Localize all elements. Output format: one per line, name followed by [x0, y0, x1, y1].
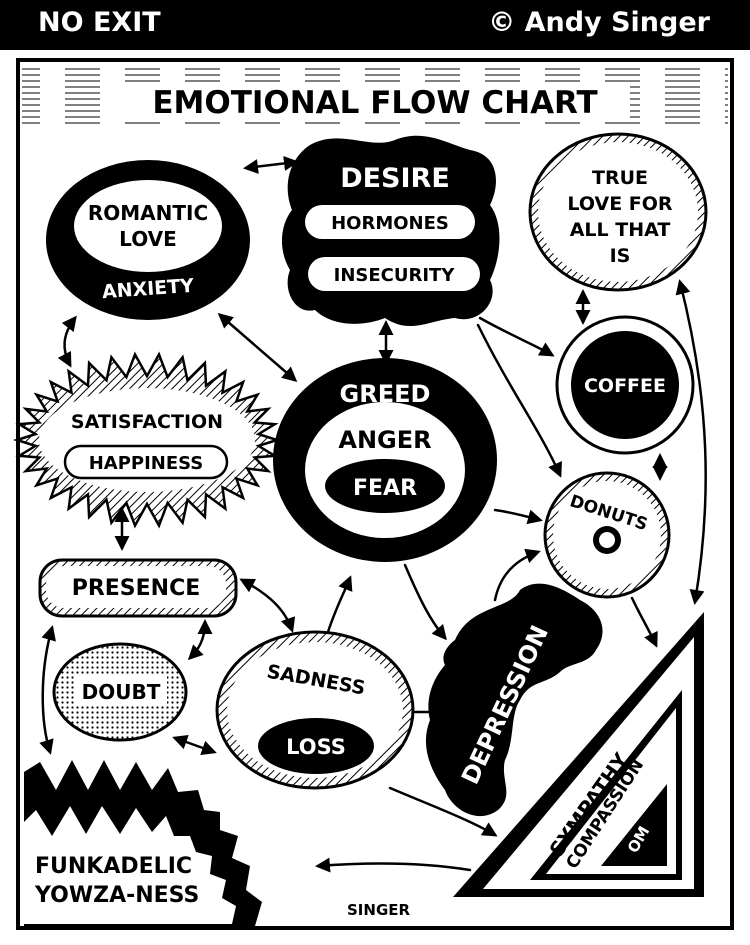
- arrow-doubt-sadness: [172, 734, 217, 756]
- arrow-greed-depression: [403, 563, 447, 641]
- sadness-node: SADNESS LOSS: [215, 630, 415, 790]
- author-credit: © Andy Singer: [488, 7, 710, 38]
- comic-panel: EMOTIONAL FLOW CHART ROMANTIC LOVE ANXIE…: [12, 58, 734, 930]
- greed-node: GREED ANGER FEAR: [273, 358, 497, 562]
- hormones-label: HORMONES: [331, 213, 449, 234]
- sympathy-triangle-node: SYMPATHY COMPASSION OM: [453, 612, 704, 897]
- flow-arrows: [39, 155, 707, 873]
- arrow-sadness-greed: [326, 575, 353, 634]
- true-love-line2: LOVE FOR: [567, 193, 673, 215]
- chart-title: EMOTIONAL FLOW CHART: [152, 85, 597, 121]
- arrow-love-desire: [243, 155, 299, 175]
- arrow-desire-coffee: [478, 316, 555, 357]
- arrow-presence-doubt: [187, 619, 213, 661]
- true-love-line1: TRUE: [592, 167, 648, 189]
- arrow-presence-funk: [39, 625, 56, 755]
- romantic-love-line1: ROMANTIC: [88, 201, 208, 225]
- true-love-node: TRUE LOVE FOR ALL THAT IS: [528, 132, 708, 292]
- true-love-line4: IS: [610, 245, 631, 267]
- coffee-node: COFFEE: [555, 315, 695, 455]
- series-title: NO EXIT: [38, 7, 161, 38]
- header-bar: NO EXIT © Andy Singer: [0, 0, 750, 50]
- fear-label: FEAR: [353, 476, 417, 501]
- loss-label: LOSS: [286, 735, 346, 759]
- arrow-presence-sadness: [239, 578, 296, 633]
- doubt-label: DOUBT: [82, 680, 161, 704]
- donuts-node: DONUTS: [543, 471, 671, 599]
- arrow-truelove-triangle: [675, 279, 707, 605]
- arrow-donuts-triangle: [630, 596, 658, 648]
- coffee-label: COFFEE: [584, 375, 666, 397]
- doubt-node: DOUBT: [52, 642, 188, 742]
- arrow-sadness-triangle: [388, 786, 498, 837]
- desire-label: DESIRE: [340, 163, 450, 194]
- anger-label: ANGER: [338, 426, 431, 454]
- romantic-love-line2: LOVE: [119, 227, 177, 251]
- presence-label: PRESENCE: [72, 576, 201, 601]
- arrow-greed-donuts: [493, 508, 543, 525]
- arrow-love-satisfaction: [57, 315, 77, 368]
- satisfaction-label: SATISFACTION: [71, 411, 223, 433]
- funkadelic-line2: YOWZA-NESS: [34, 883, 199, 908]
- arrow-love-greed: [217, 313, 298, 382]
- funkadelic-line1: FUNKADELIC: [35, 854, 192, 879]
- happiness-label: HAPPINESS: [89, 453, 204, 474]
- arrow-depression-donuts: [493, 548, 541, 602]
- artist-signature: SINGER: [347, 901, 410, 919]
- title-backing: [120, 82, 630, 122]
- presence-node: PRESENCE: [38, 558, 238, 618]
- insecurity-label: INSECURITY: [334, 265, 456, 286]
- greed-label: GREED: [340, 380, 431, 408]
- funkadelic-node: FUNKADELIC YOWZA-NESS: [24, 760, 262, 926]
- true-love-line3: ALL THAT: [570, 219, 671, 241]
- arrow-triangle-funk: [315, 857, 472, 873]
- romantic-love-node: ROMANTIC LOVE ANXIETY: [46, 160, 250, 320]
- desire-node: DESIRE HORMONES INSECURITY: [281, 135, 500, 327]
- arrow-desire-donuts: [476, 323, 562, 478]
- satisfaction-node: SATISFACTION HAPPINESS: [12, 351, 282, 529]
